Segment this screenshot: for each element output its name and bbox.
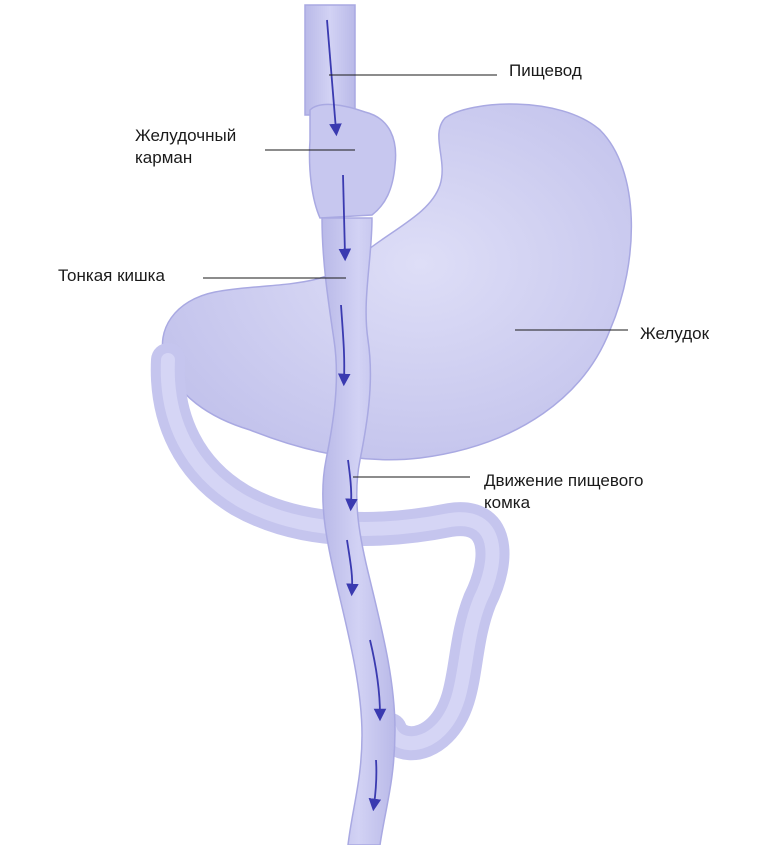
label-stomach-text: Желудок bbox=[640, 323, 709, 345]
label-small-intestine-text: Тонкая кишка bbox=[58, 265, 165, 287]
label-bolus-movement-line2: комка bbox=[484, 492, 643, 514]
label-stomach: Желудок bbox=[640, 323, 709, 345]
label-esophagus-text: Пищевод bbox=[509, 60, 582, 82]
label-bolus-movement-line1: Движение пищевого bbox=[484, 470, 643, 492]
label-bolus-movement: Движение пищевого комка bbox=[484, 470, 643, 514]
label-gastric-pouch-line2: карман bbox=[135, 147, 236, 169]
label-esophagus: Пищевод bbox=[509, 60, 582, 82]
label-small-intestine: Тонкая кишка bbox=[58, 265, 165, 287]
label-gastric-pouch: Желудочный карман bbox=[135, 125, 236, 169]
label-gastric-pouch-line1: Желудочный bbox=[135, 125, 236, 147]
gastric-pouch bbox=[309, 104, 395, 218]
